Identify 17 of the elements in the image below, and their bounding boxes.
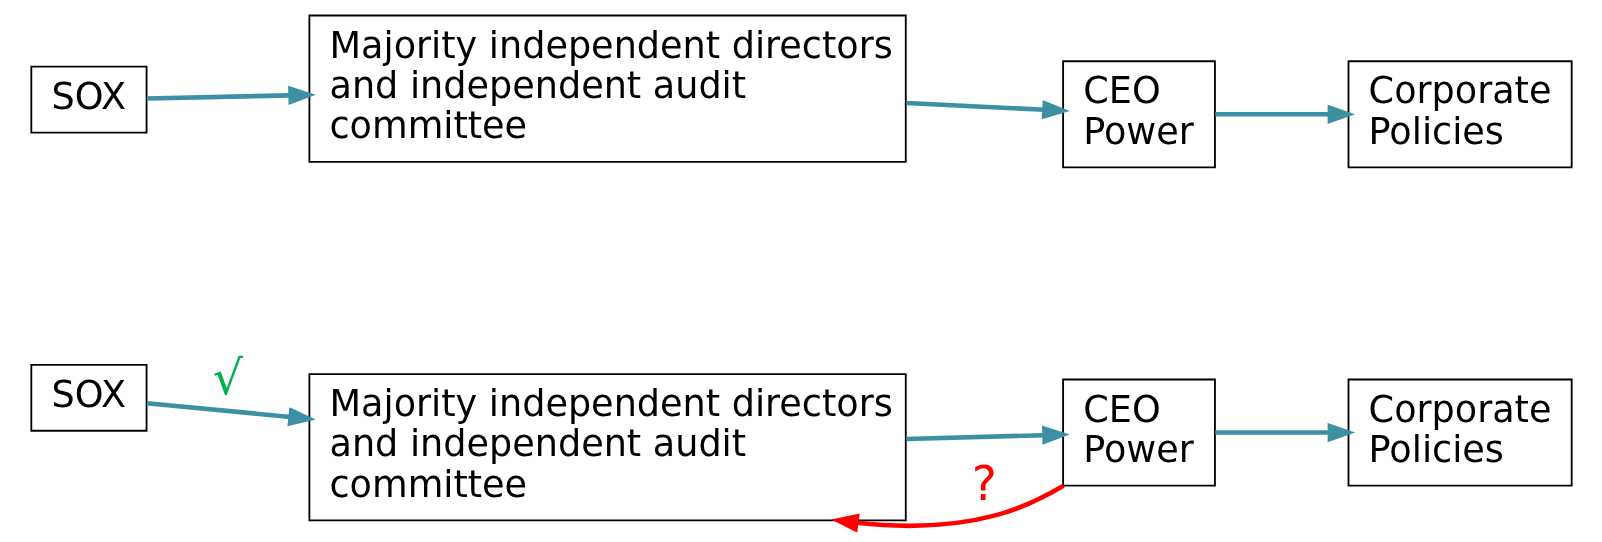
arrow [1214, 422, 1355, 443]
node-box: SOX [29, 65, 147, 134]
node-box: Corporate Policies [1347, 60, 1573, 169]
edge-label: ? [971, 455, 997, 511]
arrow [146, 400, 316, 427]
node-box: CEO Power [1061, 60, 1216, 169]
node-box: CEO Power [1061, 378, 1216, 487]
arrow [1214, 104, 1355, 124]
arrow [905, 425, 1070, 445]
edge-label: √ [212, 349, 243, 405]
node-box: Corporate Policies [1347, 378, 1573, 487]
arrow [146, 85, 316, 106]
arrow [905, 100, 1070, 120]
node-box: SOX [29, 363, 147, 432]
node-box: Majority independent directors and independent audit committee [307, 373, 907, 522]
node-box: Majority independent directors and independent audit committee [307, 14, 907, 163]
arrow [830, 483, 1065, 533]
